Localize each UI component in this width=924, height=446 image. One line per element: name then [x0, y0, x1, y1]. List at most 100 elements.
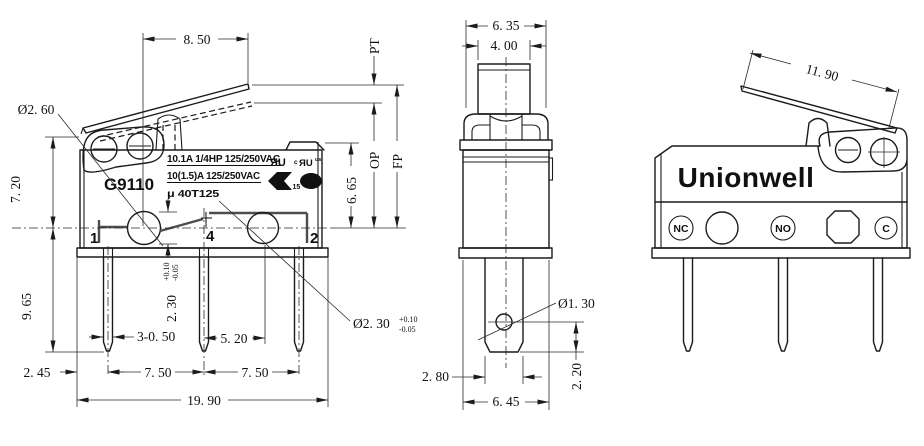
lever: [80, 83, 253, 142]
back-lever: [740, 85, 898, 134]
side-view: 6. 35 4. 00 Ø1. 30 2. 80 2. 20: [422, 18, 595, 410]
dim-post-hole: Ø1. 30: [477, 296, 595, 341]
side-lever: [477, 63, 531, 115]
round-hole: [705, 211, 739, 245]
movable-contact: [159, 217, 204, 233]
dim-fp-label: FP: [390, 154, 405, 169]
dim-hole-to-tip: 2. 20: [520, 322, 584, 390]
dim-back-lever-length: 11. 90: [742, 49, 900, 129]
rivet-left: [90, 135, 118, 163]
svg-text:Ø1. 30: Ø1. 30: [558, 296, 595, 311]
switch-body: [76, 141, 329, 258]
front-view: G9110 10.1A 1/4HP 125/250VAC 10(1.5)A 12…: [8, 32, 418, 408]
dim-hole-dia: Ø2. 30 +0.10 -0.05: [218, 200, 418, 334]
svg-text:9. 65: 9. 65: [19, 293, 34, 320]
c-label: C: [882, 223, 890, 235]
mounting-post: [484, 257, 524, 353]
lever-pressed-position: [97, 101, 252, 138]
svg-text:7. 50: 7. 50: [145, 365, 172, 380]
pin-no: [777, 257, 789, 352]
cul-recognized-icon: ЯU: [299, 158, 313, 169]
terminal-band: NC NO C: [668, 210, 898, 245]
svg-text:6. 45: 6. 45: [493, 394, 520, 409]
svg-text:Ø2. 30: Ø2. 30: [353, 316, 390, 331]
certification-marks: ЯU c ЯU us K 15 CQC: [268, 157, 322, 191]
no-label: NO: [775, 223, 791, 235]
dim-overall-width: 19. 90: [77, 258, 329, 408]
terminal-pins: [102, 208, 305, 377]
terminal-label-2: 2: [310, 230, 318, 247]
svg-text:-0.05: -0.05: [399, 325, 416, 334]
dim-op-label: OP: [367, 152, 382, 169]
base-flange: [76, 247, 329, 258]
back-flange: [651, 247, 911, 259]
rating-line3: μ 40T125: [167, 188, 219, 200]
k-mark-letter: K: [277, 178, 285, 189]
dim-body-depth: 6. 45: [462, 260, 550, 410]
cul-us-suffix: us: [315, 157, 321, 163]
no-badge: [770, 215, 796, 241]
dim-lever-length: 8. 50: [142, 32, 249, 226]
svg-text:11. 90: 11. 90: [804, 61, 840, 84]
dim-hole-offset: 5. 20: [204, 245, 266, 346]
dim-pt-label: PT: [367, 37, 382, 54]
dim-hole-height: 2. 30 +0.10 -0.05: [159, 199, 180, 322]
dim-plunger-width: 4. 00: [462, 38, 546, 60]
nc-label: NC: [673, 223, 689, 235]
k-mark-icon: [268, 172, 292, 190]
cul-c-prefix: c: [294, 159, 298, 166]
dim-pin-pitch-a: 7. 50: [108, 365, 204, 380]
model-number: G9110: [104, 175, 154, 194]
svg-text:7. 20: 7. 20: [8, 176, 23, 203]
dim-upper-height: 7. 20: [8, 136, 79, 228]
svg-text:4. 00: 4. 00: [491, 38, 518, 53]
back-rivet-left: [834, 136, 862, 164]
svg-text:3-0. 50: 3-0. 50: [137, 329, 175, 344]
rating-text: 10.1A 1/4HP 125/250VAC 10(1.5)A 125/250V…: [167, 153, 281, 200]
rating-line1: 10.1A 1/4HP 125/250VAC: [167, 153, 281, 165]
ul-recognized-icon: ЯU: [270, 157, 286, 169]
pin-c: [872, 257, 884, 352]
svg-text:2. 20: 2. 20: [569, 363, 584, 390]
dim-edge-to-pin: 2. 45: [24, 258, 124, 407]
rivet-right: [126, 132, 154, 160]
plunger: [155, 114, 183, 151]
svg-text:8. 50: 8. 50: [184, 32, 211, 47]
terminal-label-1: 1: [90, 230, 98, 247]
svg-text:2. 80: 2. 80: [422, 369, 449, 384]
dim-case-height: 6. 65: [344, 177, 359, 204]
octagon-hole: [826, 210, 860, 244]
dim-pin-length: 9. 65: [19, 228, 104, 353]
svg-text:-0.05: -0.05: [171, 264, 180, 281]
back-view: 11. 90 Unionwell NC NO C: [651, 49, 911, 352]
side-latch-tab: [548, 157, 554, 181]
svg-text:2. 30: 2. 30: [164, 295, 179, 322]
svg-text:19. 90: 19. 90: [187, 393, 221, 408]
rating-line2: 10(1.5)A 125/250VAC: [167, 170, 261, 182]
svg-text:7. 50: 7. 50: [242, 365, 269, 380]
cqc-mark-letters: CQC: [305, 180, 317, 186]
svg-text:+0.10: +0.10: [162, 262, 171, 281]
mounting-hole-right: [246, 211, 280, 245]
dim-post-width: 2. 80: [422, 356, 542, 384]
terminal-label-4: 4: [206, 228, 215, 245]
dim-pin-width: 3-0. 50: [89, 329, 175, 344]
svg-text:Ø2. 60: Ø2. 60: [18, 102, 55, 117]
dim-pin-pitch-b: 7. 50: [204, 365, 299, 380]
back-plunger: [805, 117, 831, 147]
hinge-boss: [82, 126, 165, 173]
pin-nc: [682, 257, 694, 352]
end-cap: [285, 141, 325, 151]
svg-text:5. 20: 5. 20: [221, 331, 248, 346]
svg-text:2. 45: 2. 45: [24, 365, 51, 380]
c-badge: [874, 216, 898, 240]
svg-text:6. 35: 6. 35: [493, 18, 520, 33]
back-pins: [682, 257, 884, 352]
svg-text:+0.10: +0.10: [399, 315, 418, 324]
cqc-mark-icon: [300, 173, 322, 189]
back-body: [651, 127, 911, 259]
brand-logo: Unionwell: [678, 162, 815, 193]
dim-lever-hole: Ø2. 60: [18, 102, 164, 247]
